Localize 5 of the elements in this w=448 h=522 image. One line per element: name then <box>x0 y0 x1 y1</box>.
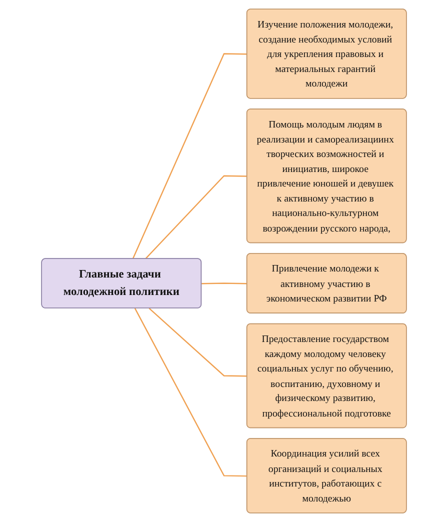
connector <box>132 53 248 260</box>
connector <box>144 175 248 260</box>
connector <box>202 282 248 284</box>
connector <box>134 308 248 477</box>
connector <box>148 308 248 377</box>
